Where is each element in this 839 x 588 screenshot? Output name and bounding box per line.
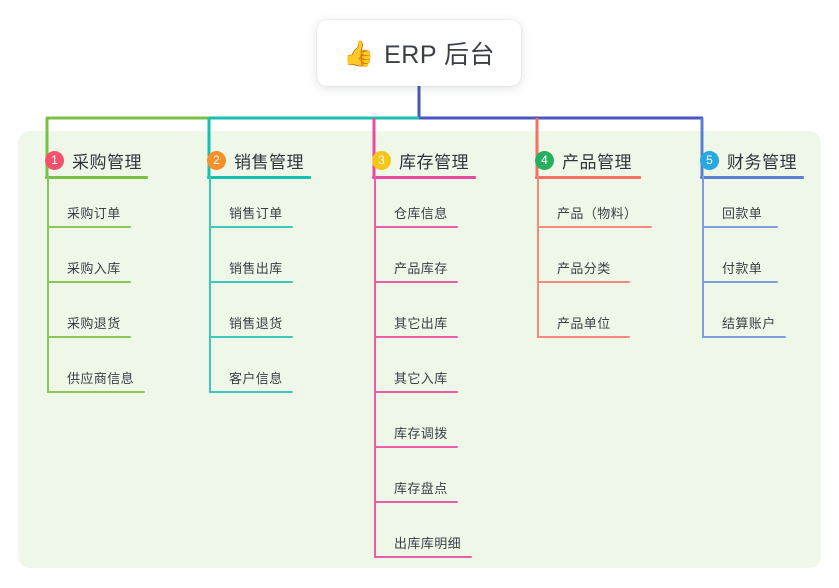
leaf-label: 采购入库	[67, 261, 121, 276]
leaf-item[interactable]: 其它出库	[374, 312, 458, 338]
leaf-underline	[537, 336, 630, 338]
leaf-label: 产品（物料）	[557, 206, 638, 221]
leaf-label: 其它出库	[394, 316, 448, 331]
leaf-item[interactable]: 其它入库	[374, 367, 458, 393]
leaf-underline	[209, 336, 293, 338]
leaf-item[interactable]: 回款单	[702, 202, 778, 228]
leaf-underline	[47, 281, 131, 283]
leaf-label: 回款单	[722, 206, 763, 221]
leaf-underline	[209, 226, 293, 228]
leaf-item[interactable]: 产品库存	[374, 257, 458, 283]
leaf-label: 采购退货	[67, 316, 121, 331]
leaf-label: 客户信息	[229, 371, 283, 386]
root-node[interactable]: 👍 ERP 后台	[317, 20, 521, 86]
leaf-item[interactable]: 出库库明细	[374, 532, 472, 558]
leaf-item[interactable]: 销售出库	[209, 257, 293, 283]
column-badge-4: 4	[535, 151, 554, 170]
leaf-underline	[209, 281, 293, 283]
column-underline	[535, 176, 641, 179]
column-header-4[interactable]: 4 产品管理	[535, 148, 632, 173]
leaf-item[interactable]: 产品单位	[537, 312, 630, 338]
column-header-3[interactable]: 3 库存管理	[372, 148, 469, 173]
leaf-label: 销售订单	[229, 206, 283, 221]
leaf-item[interactable]: 付款单	[702, 257, 778, 283]
leaf-label: 库存调拨	[394, 426, 448, 441]
leaf-underline	[47, 391, 145, 393]
leaf-underline	[374, 336, 458, 338]
leaf-underline	[374, 226, 458, 228]
column-badge-1: 1	[45, 151, 64, 170]
leaf-item[interactable]: 销售退货	[209, 312, 293, 338]
leaf-underline	[374, 556, 472, 558]
leaf-item[interactable]: 库存盘点	[374, 477, 458, 503]
branches-panel	[18, 131, 821, 568]
column-header-2[interactable]: 2 销售管理	[207, 148, 304, 173]
leaf-item[interactable]: 产品分类	[537, 257, 630, 283]
leaf-item[interactable]: 采购退货	[47, 312, 131, 338]
root-title: ERP 后台	[384, 41, 496, 69]
leaf-underline	[374, 501, 458, 503]
column-title: 采购管理	[72, 153, 142, 172]
leaf-label: 出库库明细	[394, 536, 462, 551]
leaf-item[interactable]: 仓库信息	[374, 202, 458, 228]
leaf-label: 产品单位	[557, 316, 611, 331]
leaf-underline	[537, 226, 652, 228]
column-badge-2: 2	[207, 151, 226, 170]
column-title: 销售管理	[234, 153, 304, 172]
column-spine	[47, 176, 49, 393]
column-underline	[45, 176, 148, 179]
leaf-item[interactable]: 结算账户	[702, 312, 786, 338]
leaf-label: 结算账户	[722, 316, 776, 331]
leaf-label: 仓库信息	[394, 206, 448, 221]
column-title: 财务管理	[727, 153, 797, 172]
leaf-underline	[537, 281, 630, 283]
leaf-item[interactable]: 销售订单	[209, 202, 293, 228]
leaf-underline	[374, 391, 458, 393]
leaf-label: 库存盘点	[394, 481, 448, 496]
leaf-underline	[374, 281, 458, 283]
column-title: 产品管理	[562, 153, 632, 172]
column-badge-5: 5	[700, 151, 719, 170]
leaf-item[interactable]: 产品（物料）	[537, 202, 652, 228]
leaf-underline	[47, 226, 131, 228]
column-header-5[interactable]: 5 财务管理	[700, 148, 797, 173]
leaf-underline	[702, 336, 786, 338]
leaf-item[interactable]: 采购订单	[47, 202, 131, 228]
leaf-label: 付款单	[722, 261, 763, 276]
column-underline	[700, 176, 804, 179]
thumbs-up-icon: 👍	[342, 38, 375, 68]
leaf-label: 产品库存	[394, 261, 448, 276]
leaf-item[interactable]: 供应商信息	[47, 367, 145, 393]
leaf-label: 采购订单	[67, 206, 121, 221]
column-underline	[372, 176, 476, 179]
column-badge-3: 3	[372, 151, 391, 170]
leaf-label: 销售退货	[229, 316, 283, 331]
leaf-underline	[702, 226, 778, 228]
leaf-label: 其它入库	[394, 371, 448, 386]
column-header-1[interactable]: 1 采购管理	[45, 148, 142, 173]
column-title: 库存管理	[399, 153, 469, 172]
leaf-label: 销售出库	[229, 261, 283, 276]
column-spine	[702, 176, 704, 338]
leaf-item[interactable]: 客户信息	[209, 367, 293, 393]
column-underline	[207, 176, 311, 179]
leaf-underline	[702, 281, 778, 283]
column-spine	[374, 176, 376, 558]
leaf-underline	[47, 336, 131, 338]
leaf-label: 供应商信息	[67, 371, 135, 386]
column-spine	[537, 176, 539, 338]
leaf-label: 产品分类	[557, 261, 611, 276]
leaf-item[interactable]: 采购入库	[47, 257, 131, 283]
column-spine	[209, 176, 211, 393]
leaf-item[interactable]: 库存调拨	[374, 422, 458, 448]
leaf-underline	[374, 446, 458, 448]
leaf-underline	[209, 391, 293, 393]
